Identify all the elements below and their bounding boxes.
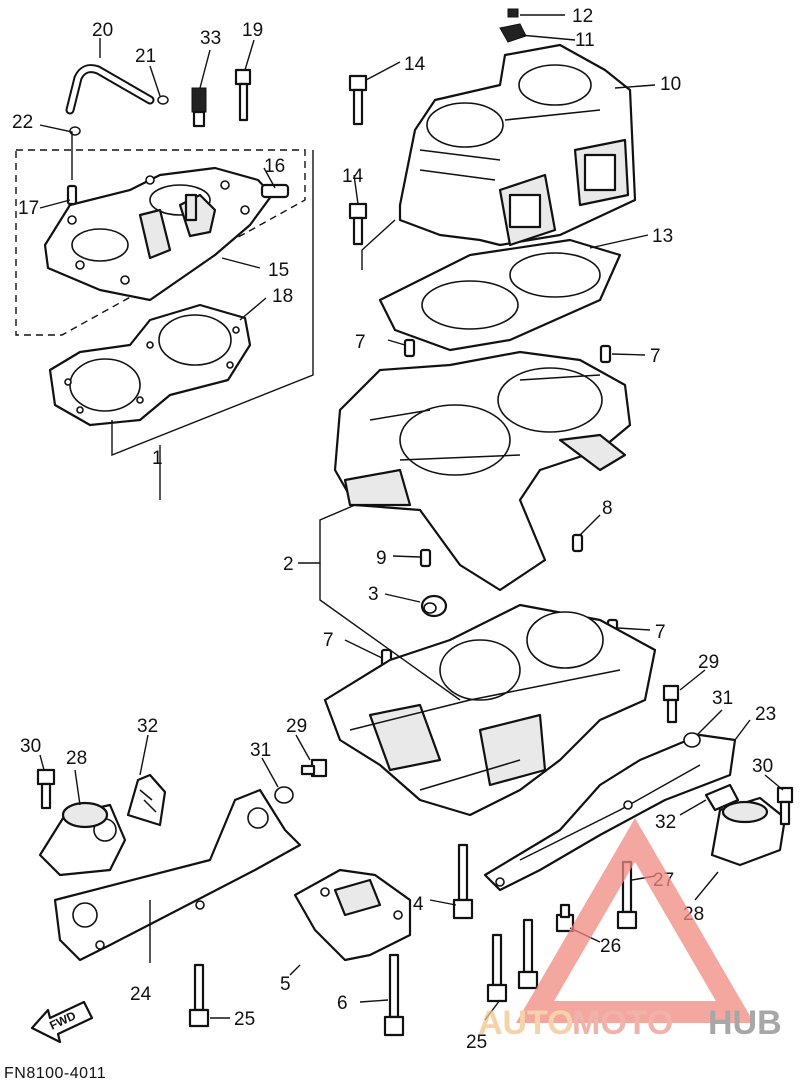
callout-20: 19: [242, 20, 263, 41]
bolt-30-right: [776, 786, 794, 826]
mount-plate-24: [53, 788, 302, 962]
watermark-logo: AUTO MOTO HUB: [478, 818, 782, 1042]
pin-18: [66, 184, 78, 206]
callout-32a: 32: [137, 716, 158, 737]
bolt-6: [383, 953, 405, 1037]
pin-8: [571, 533, 584, 553]
bolt-29-right: [662, 684, 680, 724]
cylinder-block: [398, 43, 637, 247]
dowel-pin-7a: [403, 338, 416, 358]
sensor-33: [191, 87, 207, 128]
diagram-code: FN8100-4011: [4, 1065, 106, 1082]
leader-lines: [39, 14, 784, 1021]
callout-9: 9: [376, 548, 387, 569]
callout-7a: 7: [355, 332, 366, 353]
callout-7c: 7: [323, 630, 334, 651]
head-group-dashed-box: [15, 149, 306, 336]
watermark-hub: HUB: [708, 1004, 782, 1042]
callout-31b: 31: [712, 688, 733, 709]
callout-17: 16: [264, 156, 285, 177]
callout-22b: 22: [12, 112, 33, 133]
head-gasket: [48, 303, 252, 427]
pin-9: [419, 548, 432, 568]
callout-6: 6: [337, 993, 348, 1014]
washer-31-left: [274, 786, 294, 804]
fitting-11: [499, 23, 527, 43]
callout-12: 12: [572, 6, 593, 27]
bolt-26: [555, 903, 575, 933]
callout-32b: 32: [655, 812, 676, 833]
engine-mount-28-right: [710, 796, 787, 867]
bolt-20: [234, 68, 252, 122]
callout-28a: 28: [66, 748, 87, 769]
watermark-auto: AUTO: [478, 1004, 574, 1042]
callout-3: 3: [368, 584, 379, 605]
callout-25b: 25: [466, 1032, 487, 1053]
bolt-30-left: [36, 768, 56, 810]
callout-8: 8: [602, 498, 613, 519]
bolt-29-left: [300, 758, 328, 778]
engine-mount-28-left: [38, 801, 127, 877]
bracket-32-left: [126, 773, 167, 827]
bolt-15: [348, 202, 368, 246]
callout-26: 26: [600, 936, 621, 957]
screw-12: [507, 8, 519, 18]
callout-7d: 7: [655, 622, 666, 643]
watermark-moto: MOTO: [572, 1004, 673, 1042]
callout-11: 11: [575, 30, 595, 51]
callout-22a: 21: [135, 46, 156, 67]
callout-7b: 7: [650, 346, 661, 367]
callout-13: 13: [652, 226, 673, 247]
callout-33: 33: [200, 28, 221, 49]
callout-19: 18: [272, 286, 293, 307]
bolt-14: [348, 74, 368, 126]
callout-25a: 25: [234, 1009, 255, 1030]
callout-29b: 29: [698, 652, 719, 673]
crankcase-lower: [323, 603, 657, 817]
callout-14: 14: [404, 54, 426, 75]
callout-21: 20: [92, 20, 113, 41]
bolt-4: [452, 843, 474, 920]
callout-1: 1: [152, 448, 163, 469]
callout-30b: 30: [752, 756, 773, 777]
callout-31a: 31: [250, 740, 271, 761]
dowel-pin-7b: [599, 344, 612, 364]
hose-21: [65, 64, 155, 115]
callout-24: 24: [130, 984, 152, 1005]
mount-plate-23: [483, 733, 737, 892]
bushing-3: [420, 594, 448, 618]
callout-15: 14: [342, 166, 364, 187]
watermark-triangle-icon: [515, 818, 755, 1023]
washer-31-right: [683, 732, 701, 748]
callout-23: 23: [755, 704, 776, 725]
bolt-25-left: [188, 963, 210, 1028]
bolt-25-right: [486, 918, 539, 1003]
callout-18: 17: [18, 198, 39, 219]
callout-10: 10: [660, 74, 681, 95]
cylinder-head-cover: [43, 166, 274, 302]
engine-mount-5: [293, 868, 412, 962]
callout-16: 15: [268, 260, 289, 281]
fitting-17: [260, 183, 290, 199]
crankcase-upper: [333, 350, 632, 592]
callout-2: 2: [283, 554, 294, 575]
cylinder-base-gasket: [378, 238, 622, 352]
callout-30a: 30: [20, 736, 41, 757]
forward-arrow-icon: FWD: [30, 1000, 94, 1044]
callout-29a: 29: [286, 716, 307, 737]
bracket-32-right: [704, 783, 740, 812]
callout-5: 5: [280, 974, 291, 995]
callout-4: 4: [413, 894, 424, 915]
